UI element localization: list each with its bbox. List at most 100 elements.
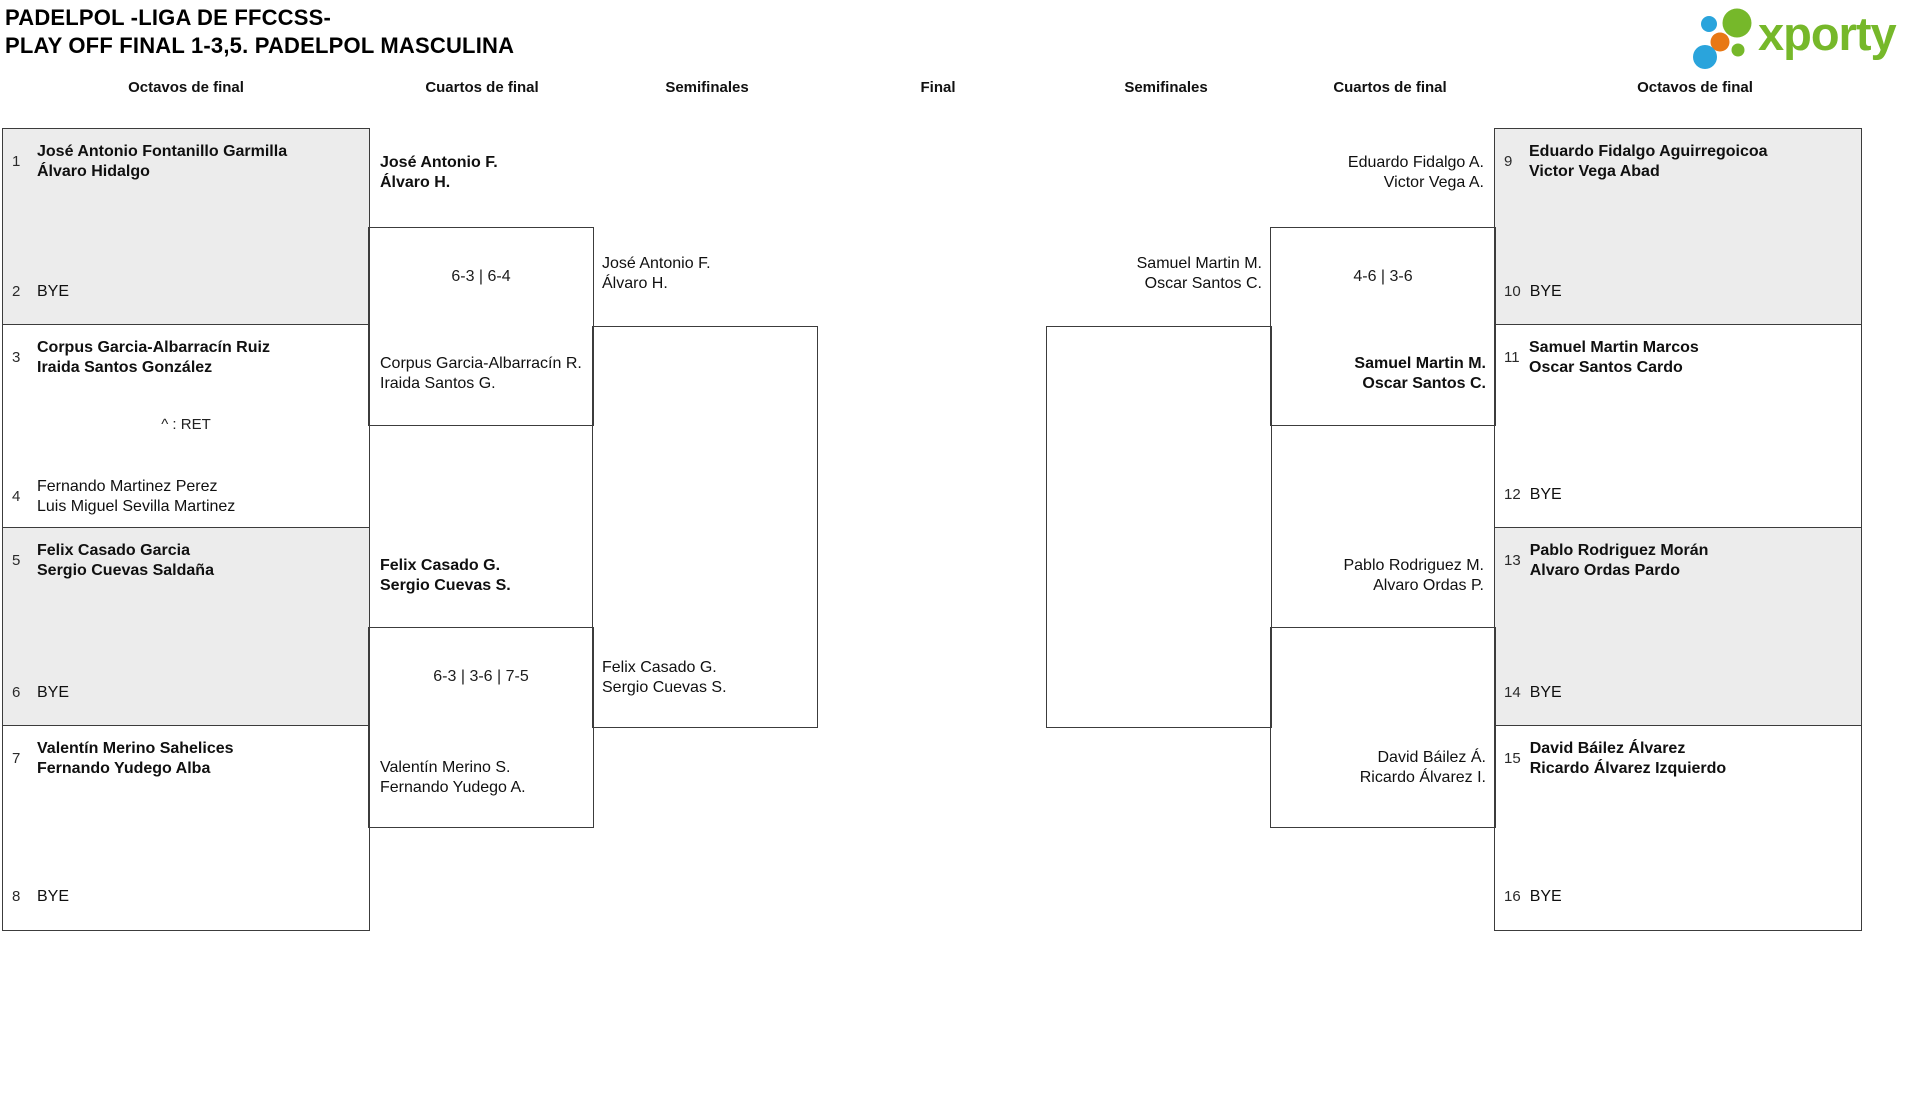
q1-winner-label: José Antonio F. Álvaro H. — [380, 153, 498, 193]
octavos-match-1-2: 1 José Antonio Fontanillo Garmilla Álvar… — [2, 128, 370, 326]
bye-entry: 14 BYE — [1504, 683, 1855, 703]
octavos-match-13-14: 13 Pablo Rodriguez Morán Alvaro Ordas Pa… — [1494, 527, 1862, 727]
team-line: Alvaro Ordas P. — [1373, 577, 1484, 594]
octavos-match-7-8: 7 Valentín Merino Sahelices Fernando Yud… — [2, 725, 370, 931]
player-1: Pablo Rodriguez Morán — [1529, 542, 1709, 559]
team-line: Felix Casado G. — [602, 659, 717, 676]
seed-number: 10 — [1504, 282, 1521, 300]
bye-entry: 10 BYE — [1504, 282, 1855, 302]
team-line: Ricardo Álvarez I. — [1359, 769, 1486, 786]
octavos-match-3-4: 3 Corpus Garcia-Albarracín Ruiz Iraida S… — [2, 324, 370, 529]
player-1: David Báilez Álvarez — [1529, 740, 1686, 757]
bye-entry: 12 BYE — [1504, 485, 1855, 505]
octavos-match-15-16: 15 David Báilez Álvarez Ricardo Álvarez … — [1494, 725, 1862, 931]
team-line: José Antonio F. — [602, 255, 711, 272]
q4-bottom-label: David Báilez Á. Ricardo Álvarez I. — [1282, 748, 1486, 788]
seed-number: 5 — [12, 552, 21, 569]
team-entry: 11 Samuel Martin Marcos Oscar Santos Car… — [1504, 338, 1855, 377]
seed-number: 9 — [1504, 153, 1513, 170]
team-names: Felix Casado Garcia Sergio Cuevas Saldañ… — [37, 541, 214, 580]
seed-number: 4 — [12, 488, 21, 505]
team-names: Corpus Garcia-Albarracín Ruiz Iraida San… — [37, 338, 270, 377]
round-header-semis-left: Semifinales — [665, 79, 749, 96]
team-entry: 7 Valentín Merino Sahelices Fernando Yud… — [12, 739, 363, 778]
team-line: José Antonio F. — [380, 154, 498, 171]
semifinal-box-s2 — [1046, 326, 1272, 728]
bye-label: BYE — [1529, 683, 1562, 701]
team-line: Felix Casado G. — [380, 557, 501, 574]
player-1: José Antonio Fontanillo Garmilla — [37, 143, 288, 160]
octavos-match-11-12: 11 Samuel Martin Marcos Oscar Santos Car… — [1494, 324, 1862, 529]
bye-entry: 16 BYE — [1504, 887, 1855, 907]
team-line: Sergio Cuevas S. — [602, 679, 727, 696]
team-entry: 5 Felix Casado Garcia Sergio Cuevas Sald… — [12, 541, 363, 580]
team-line: Álvaro H. — [380, 174, 451, 191]
seed-number: 2 — [12, 282, 21, 300]
player-2: Iraida Santos González — [37, 358, 213, 376]
q2-loser-label: Valentín Merino S. Fernando Yudego A. — [380, 758, 526, 798]
bye-label: BYE — [1529, 485, 1562, 503]
seed-number: 1 — [12, 153, 21, 170]
player-1: Felix Casado Garcia — [37, 542, 190, 559]
page-title-line1: PADELPOL -LIGA DE FFCCSS- — [5, 5, 332, 30]
seed-number: 15 — [1504, 750, 1521, 767]
team-line: Sergio Cuevas S. — [380, 577, 511, 594]
team-line: Samuel Martin M. — [1354, 355, 1486, 372]
round-header-cuartos-left: Cuartos de final — [425, 79, 539, 96]
team-line: Samuel Martin M. — [1136, 255, 1262, 272]
seed-number: 6 — [12, 683, 21, 701]
team-line: David Báilez Á. — [1377, 749, 1487, 766]
bye-entry: 2 BYE — [12, 282, 363, 302]
semifinal-box-s1 — [592, 326, 818, 728]
q4-top-label: Pablo Rodriguez M. Alvaro Ordas P. — [1270, 556, 1484, 596]
player-2: Luis Miguel Sevilla Martinez — [37, 497, 236, 515]
page-title-line2: PLAY OFF FINAL 1-3,5. PADELPOL MASCULINA — [5, 33, 515, 58]
bye-label: BYE — [37, 887, 70, 905]
team-names: Samuel Martin Marcos Oscar Santos Cardo — [1529, 338, 1699, 377]
round-header-octavos-right: Octavos de final — [1637, 79, 1753, 96]
player-2: Ricardo Álvarez Izquierdo — [1529, 759, 1727, 777]
bye-entry: 6 BYE — [12, 683, 363, 703]
s1-top-label: José Antonio F. Álvaro H. — [602, 254, 711, 294]
player-1: Eduardo Fidalgo Aguirregoicoa — [1529, 143, 1768, 160]
seed-number: 3 — [12, 349, 21, 366]
player-2: Fernando Yudego Alba — [37, 759, 211, 777]
seed-number: 14 — [1504, 683, 1521, 701]
team-line: Oscar Santos C. — [1144, 275, 1262, 292]
octavos-match-5-6: 5 Felix Casado Garcia Sergio Cuevas Sald… — [2, 527, 370, 727]
round-header-final: Final — [920, 79, 956, 96]
bye-label: BYE — [37, 683, 70, 701]
player-1: Fernando Martinez Perez — [37, 478, 218, 495]
s1-bottom-label: Felix Casado G. Sergio Cuevas S. — [602, 658, 727, 698]
seed-number: 7 — [12, 750, 21, 767]
round-header-semis-right: Semifinales — [1124, 79, 1208, 96]
cuartos-box-q3 — [1270, 227, 1496, 426]
team-names: Fernando Martinez Perez Luis Miguel Sevi… — [37, 477, 235, 516]
player-2: Sergio Cuevas Saldaña — [37, 561, 214, 579]
round-header-octavos-left: Octavos de final — [128, 79, 244, 96]
team-line: Iraida Santos G. — [380, 375, 496, 392]
q3-score: 4-6 | 3-6 — [1353, 268, 1413, 285]
xporty-logo[interactable]: xporty — [1682, 0, 1918, 70]
team-line: Oscar Santos C. — [1362, 375, 1486, 392]
team-names: David Báilez Álvarez Ricardo Álvarez Izq… — [1530, 739, 1727, 778]
seed-number: 16 — [1504, 887, 1521, 905]
player-2: Alvaro Ordas Pardo — [1529, 561, 1680, 579]
q1-loser-label: Corpus Garcia-Albarracín R. Iraida Santo… — [380, 354, 593, 394]
bye-label: BYE — [37, 282, 70, 300]
player-1: Samuel Martin Marcos — [1529, 339, 1699, 356]
bye-entry: 8 BYE — [12, 887, 363, 907]
s2-top-label: Samuel Martin M. Oscar Santos C. — [1046, 254, 1262, 294]
team-entry: 9 Eduardo Fidalgo Aguirregoicoa Victor V… — [1504, 142, 1855, 181]
q3-winner-label: Samuel Martin M. Oscar Santos C. — [1282, 354, 1486, 394]
player-2: Oscar Santos Cardo — [1529, 358, 1683, 376]
retirement-note: ^ : RET — [161, 415, 211, 433]
q3-loser-label: Eduardo Fidalgo A. Victor Vega A. — [1270, 153, 1484, 193]
octavos-match-9-10: 9 Eduardo Fidalgo Aguirregoicoa Victor V… — [1494, 128, 1862, 326]
team-line: Valentín Merino S. — [380, 759, 511, 776]
team-line: Victor Vega A. — [1383, 174, 1484, 191]
team-names: Eduardo Fidalgo Aguirregoicoa Victor Veg… — [1529, 142, 1768, 181]
seed-number: 8 — [12, 887, 21, 905]
team-line: Corpus Garcia-Albarracín R. — [380, 355, 582, 372]
team-entry: 15 David Báilez Álvarez Ricardo Álvarez … — [1504, 739, 1855, 778]
